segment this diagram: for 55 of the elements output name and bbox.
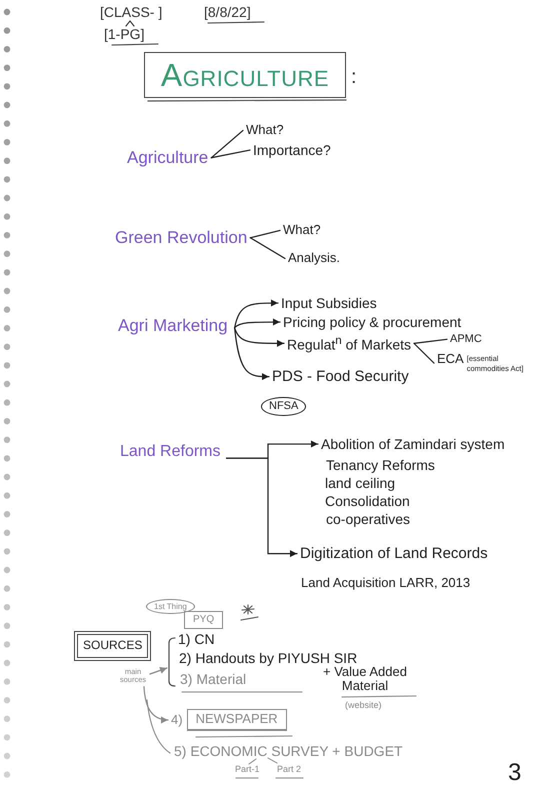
note-text: Part-1 — [235, 764, 260, 774]
note-text: (website) — [345, 700, 382, 710]
list-item: + Value Added Material — [322, 665, 408, 694]
bracket — [168, 637, 175, 687]
list-item: 5) ECONOMIC SURVEY + BUDGET — [174, 743, 403, 760]
subtopic-text: ECA — [437, 352, 464, 367]
topic-heading: Land Reforms — [120, 443, 220, 462]
arrow — [234, 300, 279, 328]
arrow — [234, 327, 270, 380]
connector-line — [210, 149, 251, 158]
date-text: [8/8/22] — [204, 4, 251, 20]
subtopic-text: Digitization of Land Records — [300, 545, 488, 562]
circled-note: 1st Thing — [146, 599, 195, 614]
subtopic-text: PDS - Food Security — [272, 368, 409, 386]
note-text: Part 2 — [277, 764, 302, 774]
subtopic-text: Importance? — [253, 142, 331, 158]
class-note: [CLASS- ] — [100, 4, 162, 20]
list-item: 2) Handouts by PIYUSH SIR — [179, 650, 358, 666]
circled-term: NFSA — [261, 397, 306, 416]
boxed-term: PYQ — [184, 611, 224, 628]
topic-heading: Agriculture — [127, 148, 208, 168]
colon-text: : — [351, 66, 357, 89]
connector-line — [250, 237, 286, 260]
class-note: [1-PG] — [104, 26, 144, 42]
subtopic-text: Abolition of Zamindari system — [321, 436, 505, 452]
boxed-term: NEWSPAPER — [186, 709, 287, 731]
title: AGRICULTURE — [160, 56, 330, 94]
arrow — [149, 667, 168, 675]
subtopic-text: Input Subsidies — [281, 295, 377, 312]
arrow — [234, 327, 285, 347]
topic-heading: Green Revolution — [115, 228, 248, 248]
connector-line — [413, 338, 448, 344]
subtopic-text: Regulat$^{n}$ of Markets — [287, 334, 411, 353]
connector-line — [210, 130, 244, 158]
connector-line — [250, 230, 281, 238]
subtopic-text: Pricing policy & procurement — [283, 314, 462, 330]
boxed-heading: SOURCES — [74, 631, 152, 661]
list-item: 1) CN — [178, 631, 215, 648]
list-item: Tenancy Reforms — [326, 457, 435, 474]
subtopic-text: What? — [283, 223, 321, 238]
arrow — [234, 318, 281, 328]
subtopic-text: What? — [246, 123, 284, 138]
list-item: 3) Material — [180, 671, 246, 688]
list-number: 4) — [171, 712, 183, 728]
list-item: land ceiling — [325, 475, 396, 492]
arrow — [226, 458, 298, 558]
topic-heading: Agri Marketing — [118, 316, 228, 336]
connector-line — [413, 342, 435, 364]
list-item: co-operatives — [326, 511, 410, 528]
subtopic-text: APMC — [450, 333, 482, 346]
subtopic-text: Analysis. — [288, 251, 340, 266]
list-item: Consolidation — [325, 493, 410, 510]
page-number: 3 — [508, 759, 522, 787]
note-text: Land Acquisition LARR, 2013 — [301, 576, 470, 591]
arrow — [143, 686, 169, 723]
